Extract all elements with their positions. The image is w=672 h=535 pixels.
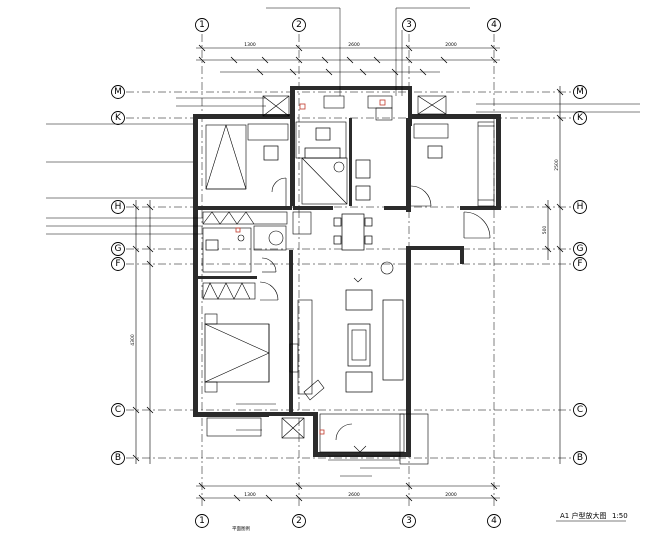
- axis-bubble-4-top: 4: [487, 18, 501, 32]
- svg-text:4: 4: [491, 516, 497, 526]
- drawing-scale: 1:50: [612, 512, 628, 520]
- left-dim-main: 4300: [130, 334, 136, 346]
- axis-bubble-4-bottom: 4: [487, 514, 501, 528]
- top-dimensions: 1300 2600 2000: [196, 42, 500, 76]
- rooms: [202, 95, 495, 465]
- axis-bubble-2-bottom: 2: [292, 514, 306, 528]
- axis-bubble-H-right: H: [573, 200, 587, 214]
- svg-text:M: M: [576, 87, 584, 97]
- svg-text:2: 2: [296, 20, 302, 30]
- svg-text:K: K: [115, 113, 122, 123]
- bottom-dimensions: 1300 2600 2000: [196, 482, 500, 502]
- top-dim-4: 2000: [445, 42, 457, 48]
- axis-bubble-F-left: F: [111, 257, 125, 271]
- plan-note: 平面图例: [232, 525, 250, 532]
- svg-text:1: 1: [199, 20, 205, 30]
- right-dim-mid: 500: [542, 226, 548, 235]
- axis-bubble-C-left: C: [111, 403, 125, 417]
- axis-bubble-M-left: M: [111, 85, 125, 99]
- axis-bubble-C-right: C: [573, 403, 587, 417]
- axis-bubble-M-right: M: [573, 85, 587, 99]
- axis-bubble-G-left: G: [111, 242, 125, 256]
- svg-text:M: M: [114, 87, 122, 97]
- bottom-dim-4: 2000: [445, 492, 457, 498]
- axis-bubble-B-right: B: [573, 451, 587, 465]
- svg-text:2: 2: [296, 516, 302, 526]
- title-block: A1 户型放大图 1:50 平面图例: [232, 511, 628, 532]
- svg-text:3: 3: [406, 516, 412, 526]
- axis-bubble-1-top: 1: [195, 18, 209, 32]
- top-dim-3: 2600: [348, 42, 360, 48]
- svg-text:H: H: [577, 202, 584, 212]
- axis-bubble-K-left: K: [111, 111, 125, 125]
- svg-text:B: B: [115, 453, 121, 463]
- drawing-title: A1 户型放大图: [560, 511, 606, 520]
- svg-text:C: C: [115, 405, 121, 415]
- svg-text:F: F: [115, 259, 120, 269]
- axis-bubble-2-top: 2: [292, 18, 306, 32]
- svg-text:G: G: [115, 244, 122, 254]
- svg-text:F: F: [577, 259, 582, 269]
- svg-text:K: K: [577, 113, 584, 123]
- side-dimensions: 4300 2500 500: [130, 86, 564, 464]
- axis-bubble-B-left: B: [111, 451, 125, 465]
- svg-text:1: 1: [199, 516, 205, 526]
- walls: [193, 86, 501, 457]
- svg-text:C: C: [577, 405, 583, 415]
- axis-bubble-3-top: 3: [402, 18, 416, 32]
- axis-bubble-G-right: G: [573, 242, 587, 256]
- top-dim-1: 1300: [244, 42, 256, 48]
- svg-text:4: 4: [491, 20, 497, 30]
- svg-text:3: 3: [406, 20, 412, 30]
- svg-text:H: H: [115, 202, 122, 212]
- bottom-dim-3: 2600: [348, 492, 360, 498]
- axis-bubble-F-right: F: [573, 257, 587, 271]
- bottom-dim-1: 1300: [244, 492, 256, 498]
- axis-bubble-K-right: K: [573, 111, 587, 125]
- axis-bubble-1-bottom: 1: [195, 514, 209, 528]
- axis-bubbles: 1 2 3 4 1 2 3 4 M K H G F C B M K H G F …: [111, 18, 587, 528]
- axis-bubble-H-left: H: [111, 200, 125, 214]
- svg-text:G: G: [577, 244, 584, 254]
- svg-text:B: B: [577, 453, 583, 463]
- axis-bubble-3-bottom: 3: [402, 514, 416, 528]
- callout-leaders: [46, 7, 640, 477]
- right-dim-top: 2500: [554, 159, 560, 171]
